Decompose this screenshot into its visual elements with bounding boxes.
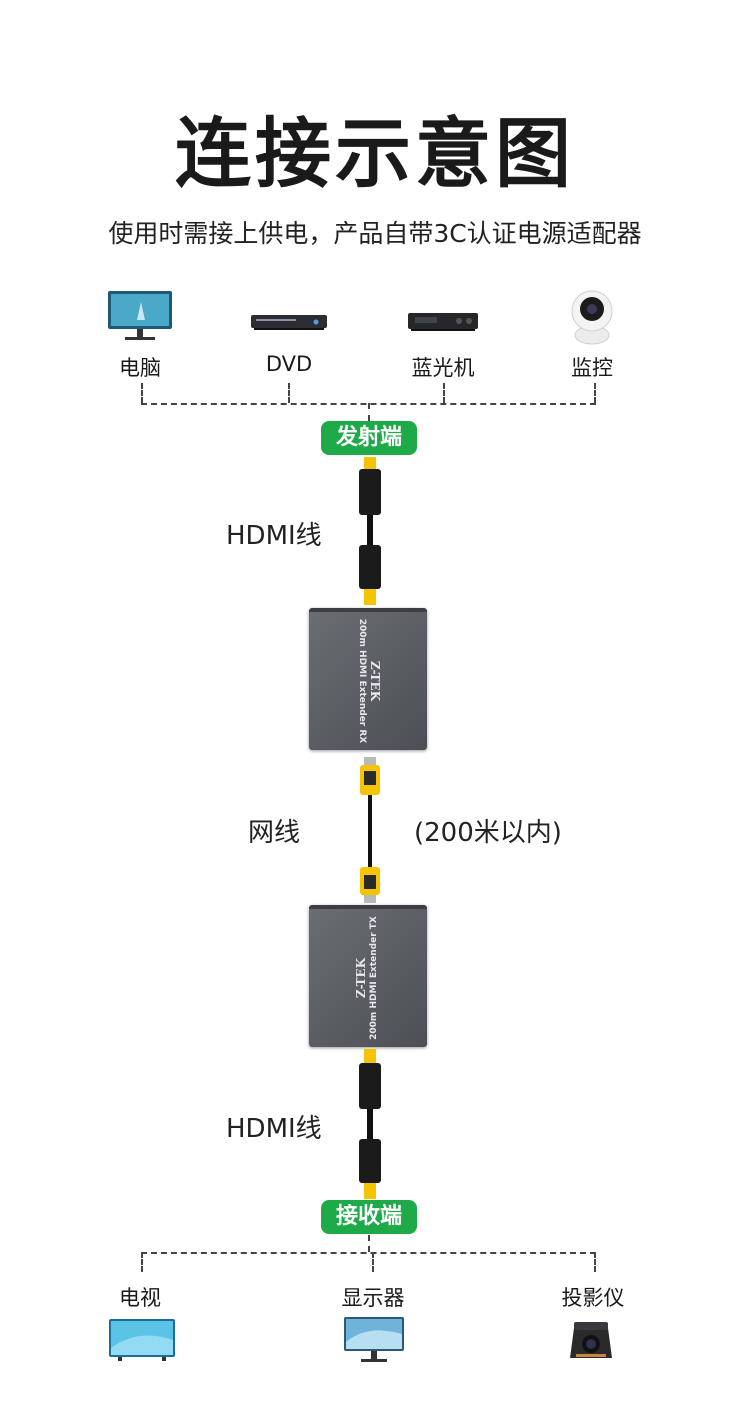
destination-label-monitor: 显示器: [341, 1286, 405, 1310]
receiver-badge: 接收端: [321, 1200, 417, 1234]
destination-label-tv: 电视: [119, 1286, 161, 1310]
connector-line: [141, 383, 143, 403]
source-label-dvd: DVD: [265, 352, 313, 376]
hdmi-cable-label-top: HDMI线: [226, 521, 322, 551]
connector-line: [288, 383, 290, 403]
bluray-player-icon: [408, 313, 478, 331]
network-cable-icon: [360, 757, 380, 903]
dvd-player-icon: [251, 315, 327, 330]
connector-line: [594, 1252, 596, 1272]
rx-extender-device: Z-TEK 200m HDMI Extender RX: [309, 608, 427, 750]
connector-line: [141, 1252, 143, 1272]
page-title: 连接示意图: [175, 109, 575, 198]
security-camera-icon: [571, 290, 613, 345]
connector-line: [594, 383, 596, 403]
connector-line: [368, 1235, 370, 1252]
hdmi-cable-icon: [359, 1049, 381, 1199]
distance-label: (200米以内): [414, 818, 562, 848]
tx-model-label: 200m HDMI Extender TX: [369, 916, 379, 1040]
tx-brand-label: Z-TEK: [354, 957, 368, 999]
page-subtitle: 使用时需接上供电，产品自带3C认证电源适配器: [108, 219, 642, 248]
connector-line: [141, 1252, 596, 1254]
connector-line: [372, 1252, 374, 1272]
hdmi-cable-icon: [359, 457, 381, 605]
rx-model-label: 200m HDMI Extender RX: [357, 618, 367, 744]
source-label-computer: 电脑: [119, 356, 161, 380]
projector-icon: [570, 1322, 612, 1358]
rx-brand-label: Z-TEK: [368, 660, 382, 702]
source-label-bluray: 蓝光机: [411, 356, 475, 380]
transmitter-badge: 发射端: [321, 421, 417, 455]
network-cable-label: 网线: [248, 818, 301, 848]
connector-line: [368, 403, 370, 421]
monitor-icon: [344, 1317, 404, 1362]
tx-extender-device: Z-TEK 200m HDMI Extender TX: [309, 905, 427, 1047]
tv-icon: [109, 1319, 175, 1361]
monitor-icon: [108, 291, 172, 340]
destination-label-projector: 投影仪: [561, 1286, 625, 1310]
connector-line: [443, 383, 445, 403]
source-label-camera: 监控: [571, 356, 613, 380]
hdmi-cable-label-bottom: HDMI线: [226, 1114, 322, 1144]
